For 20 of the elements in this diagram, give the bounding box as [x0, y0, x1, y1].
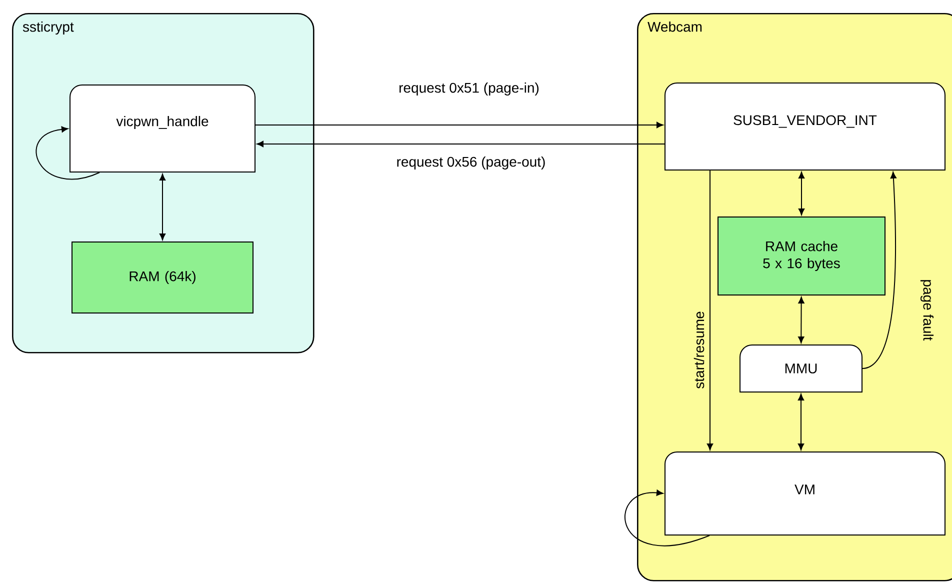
process-box: VM — [664, 452, 946, 536]
arrow — [706, 170, 714, 450]
memory-box: RAM cache 5 x 16 bytes — [718, 216, 886, 296]
edge-label: page fault — [918, 278, 936, 342]
edge-label: request 0x51 (page-in) — [397, 80, 541, 98]
arrow — [798, 394, 804, 450]
edge-label: request 0x56 (page-out) — [394, 154, 548, 172]
process-box: vicpwn_handle — [70, 84, 256, 172]
edge-label: start/resume — [692, 310, 706, 390]
arrow — [862, 172, 896, 369]
process-box: SUSB1_VENDOR_INT — [664, 82, 946, 170]
loop-arrow — [624, 490, 710, 546]
arrow — [798, 172, 805, 216]
arrow — [255, 122, 664, 128]
loop-arrow — [36, 126, 100, 180]
arrow — [798, 296, 804, 344]
arrow — [159, 174, 166, 240]
memory-box: RAM (64k) — [72, 242, 254, 314]
process-box: MMU — [740, 344, 862, 392]
arrow — [256, 140, 665, 148]
